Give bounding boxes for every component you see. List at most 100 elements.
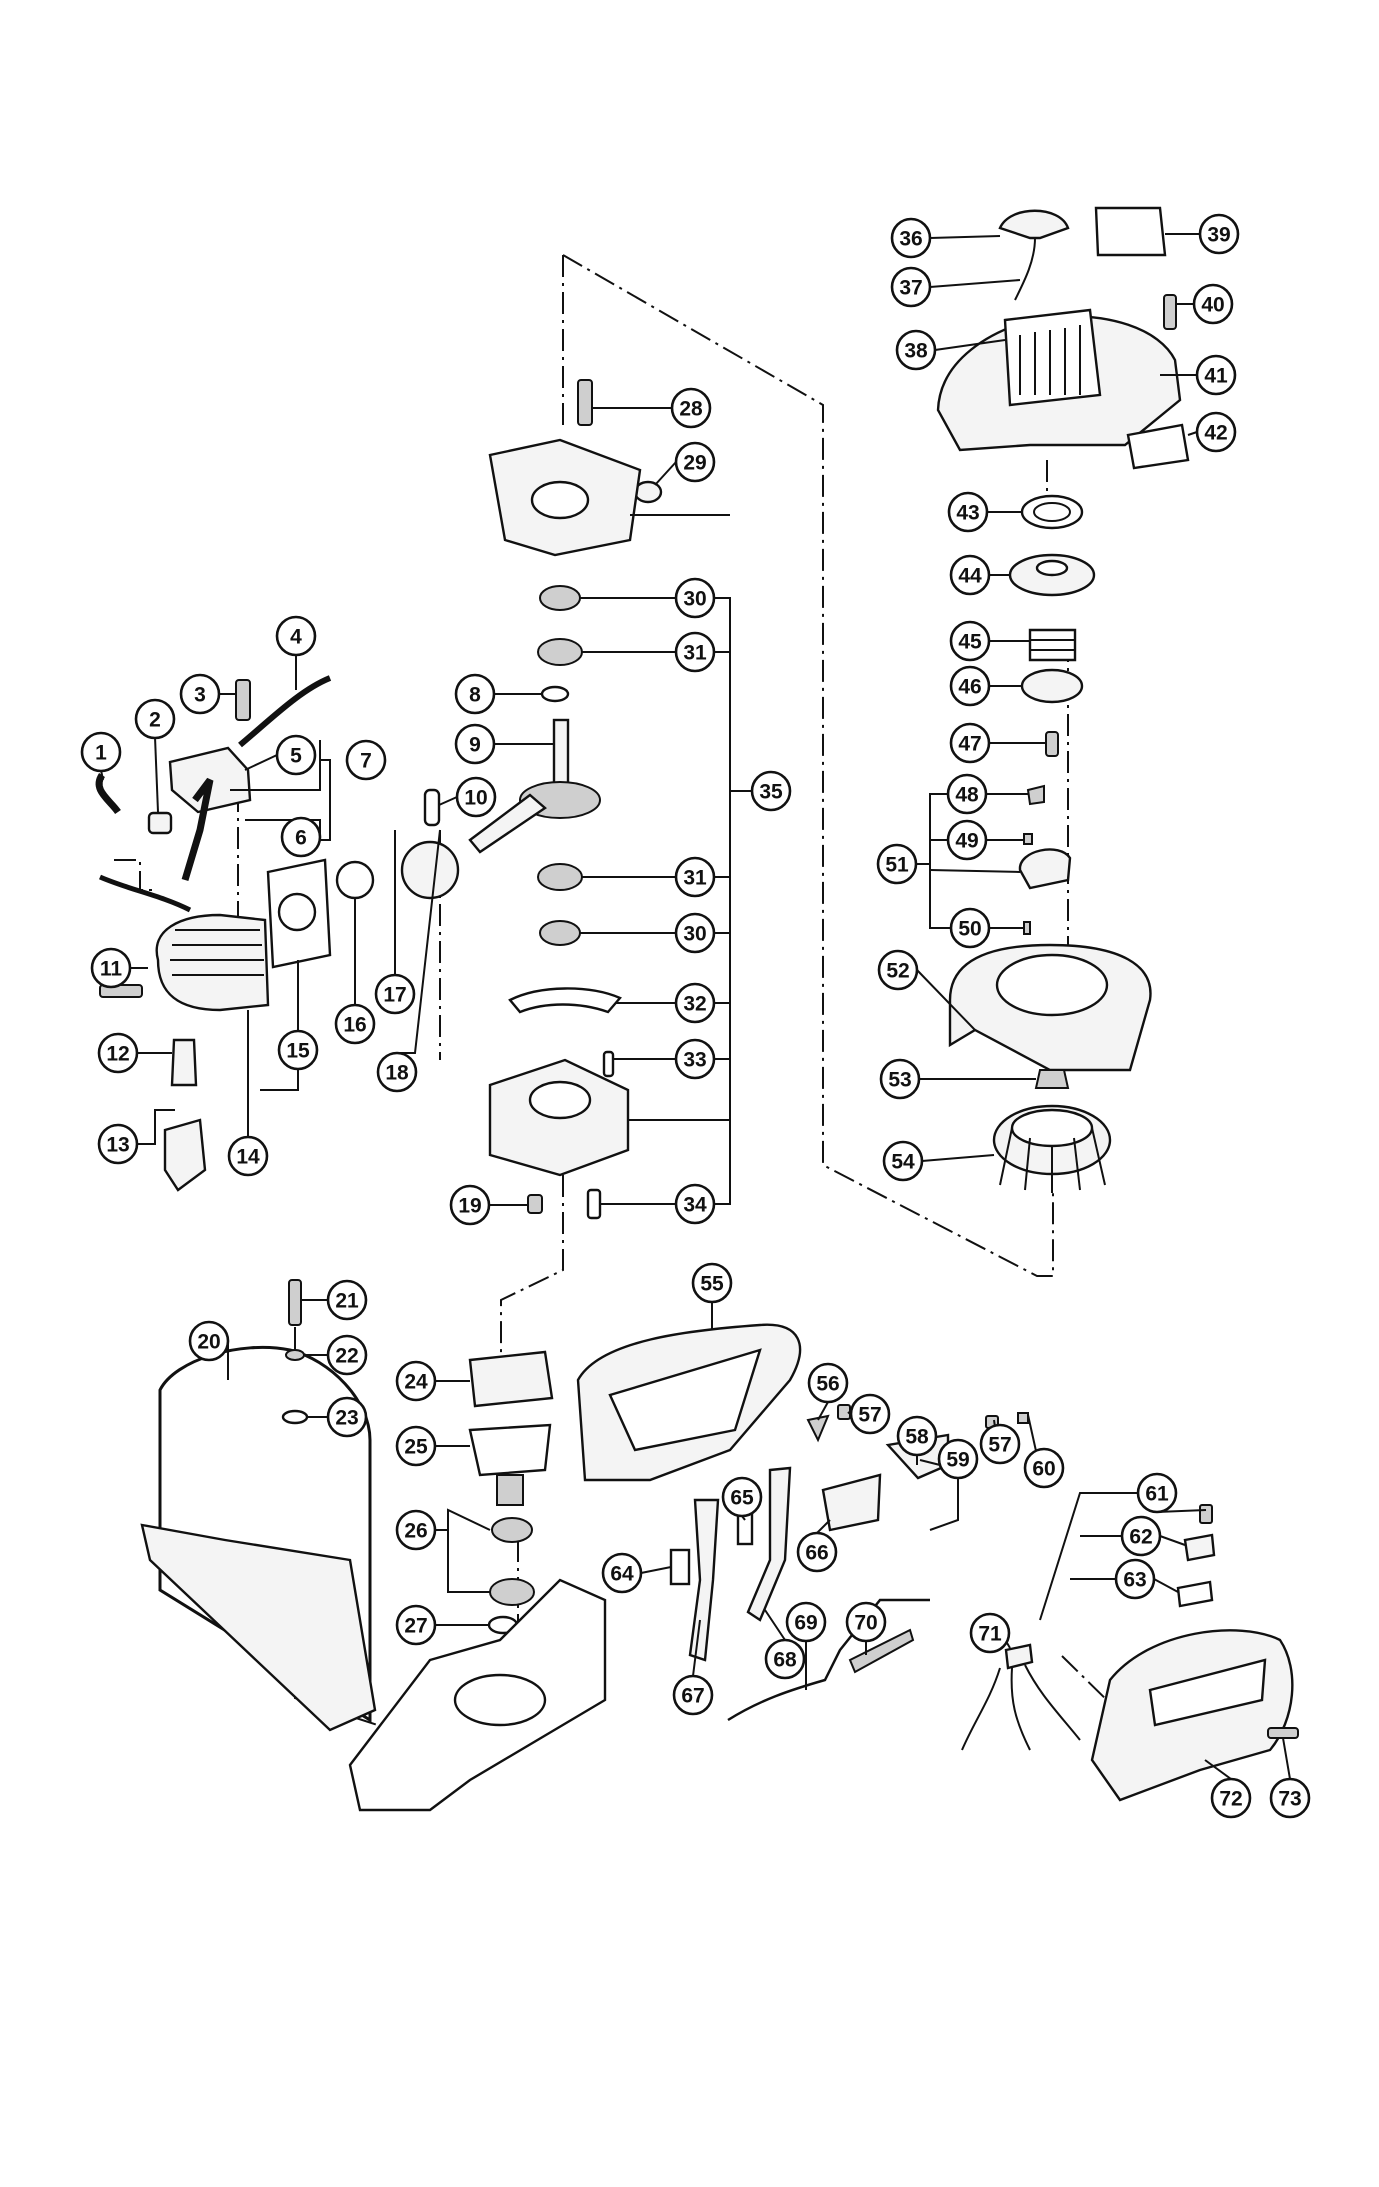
starter-handle-part: [998, 209, 1070, 240]
spark-plug-part: [170, 1038, 198, 1087]
callout-30: 30: [674, 912, 716, 954]
callout-label: 36: [899, 228, 922, 251]
flat-washer-part: [281, 1409, 309, 1425]
callout-label: 14: [236, 1146, 260, 1169]
callout-circle: [326, 1396, 368, 1438]
callout-68: 68: [764, 1638, 806, 1680]
callout-31: 31: [674, 856, 716, 898]
callout-circle: [454, 673, 496, 715]
callout-29: 29: [674, 441, 716, 483]
callout-4: 4: [275, 615, 317, 657]
callout-label: 30: [683, 588, 706, 611]
callout-label: 57: [988, 1434, 1011, 1457]
callout-43: 43: [947, 491, 989, 533]
callout-circle: [895, 329, 937, 371]
callout-label: 18: [385, 1062, 409, 1085]
callout-circle: [845, 1601, 887, 1643]
callout-16: 16: [334, 1003, 376, 1045]
callout-label: 40: [1201, 294, 1224, 317]
starter-label-part: [1126, 423, 1190, 470]
callout-label: 11: [100, 958, 123, 981]
callout-circle: [1198, 213, 1240, 255]
callout-label: 60: [1032, 1458, 1055, 1481]
callout-label: 17: [383, 984, 406, 1007]
callout-circle: [188, 1320, 230, 1362]
callout-label: 26: [404, 1520, 427, 1543]
callout-7: 7: [345, 739, 387, 781]
callout-circle: [275, 615, 317, 657]
callout-label: 35: [759, 781, 783, 804]
callout-label: 6: [295, 827, 307, 850]
callout-12: 12: [97, 1032, 139, 1074]
callout-circle: [134, 698, 176, 740]
callout-label: 10: [464, 787, 487, 810]
callout-circle: [949, 554, 991, 596]
callout-label: 27: [404, 1615, 427, 1638]
callout-label: 45: [958, 631, 982, 654]
callout-label: 1: [95, 742, 107, 765]
callout-48: 48: [946, 773, 988, 815]
callout-circle: [979, 1423, 1021, 1465]
callout-51: 51: [876, 843, 918, 885]
spring-part: [669, 1548, 691, 1586]
callout-label: 8: [469, 684, 481, 707]
bearing-part: [537, 638, 583, 666]
callout-circle: [674, 441, 716, 483]
callout-circle: [674, 912, 716, 954]
callout-circle: [179, 673, 221, 715]
piston-part: [400, 840, 460, 900]
callout-circle: [946, 773, 988, 815]
callout-circle: [674, 982, 716, 1024]
callout-label: 69: [794, 1612, 817, 1635]
callout-circle: [326, 1279, 368, 1321]
callout-label: 39: [1207, 224, 1230, 247]
callout-39: 39: [1198, 213, 1240, 255]
callout-41: 41: [1195, 354, 1237, 396]
pulley-screw-part: [1045, 731, 1059, 757]
callout-circle: [1195, 354, 1237, 396]
callout-circle: [882, 1140, 924, 1182]
callout-55: 55: [691, 1262, 733, 1304]
callout-label: 29: [683, 452, 706, 475]
clutch-part: [468, 1350, 554, 1408]
callout-49: 49: [946, 819, 988, 861]
callout-circle: [947, 491, 989, 533]
callout-circle: [275, 734, 317, 776]
callout-label: 31: [683, 642, 707, 665]
callout-circle: [890, 266, 932, 308]
callout-label: 15: [286, 1040, 310, 1063]
callout-circle: [395, 1425, 437, 1467]
piston-pin-part: [423, 788, 441, 827]
callout-34: 34: [674, 1183, 716, 1225]
callout-63: 63: [1114, 1558, 1156, 1600]
callout-8: 8: [454, 673, 496, 715]
callout-circle: [949, 722, 991, 764]
callout-circle: [97, 1123, 139, 1165]
dowel-pin-part: [602, 1050, 615, 1078]
stop-lever-part: [821, 1473, 882, 1532]
gear-bearing-part: [491, 1517, 533, 1543]
callout-label: 52: [886, 960, 909, 983]
callout-2: 2: [134, 698, 176, 740]
ignition-wire-part: [99, 874, 192, 913]
callout-47: 47: [949, 722, 991, 764]
callout-circle: [449, 1184, 491, 1226]
callout-33: 33: [674, 1038, 716, 1080]
callout-71: 71: [969, 1612, 1011, 1654]
connecting-rod-part: [468, 793, 547, 854]
callout-label: 12: [106, 1043, 129, 1066]
callout-label: 28: [679, 398, 703, 421]
callout-circle: [1120, 1515, 1162, 1557]
callout-45: 45: [949, 620, 991, 662]
callout-circle: [1114, 1558, 1156, 1600]
clutch-drum-part: [468, 1423, 552, 1477]
callout-circle: [454, 723, 496, 765]
flywheel-nut-part: [1034, 1069, 1070, 1089]
callout-21: 21: [326, 1279, 368, 1321]
switch-seal-part: [1176, 1580, 1214, 1608]
callout-circle: [877, 949, 919, 991]
callout-70: 70: [845, 1601, 887, 1643]
callout-label: 19: [458, 1195, 481, 1218]
bolt-part: [235, 679, 251, 721]
callout-label: 48: [955, 784, 979, 807]
